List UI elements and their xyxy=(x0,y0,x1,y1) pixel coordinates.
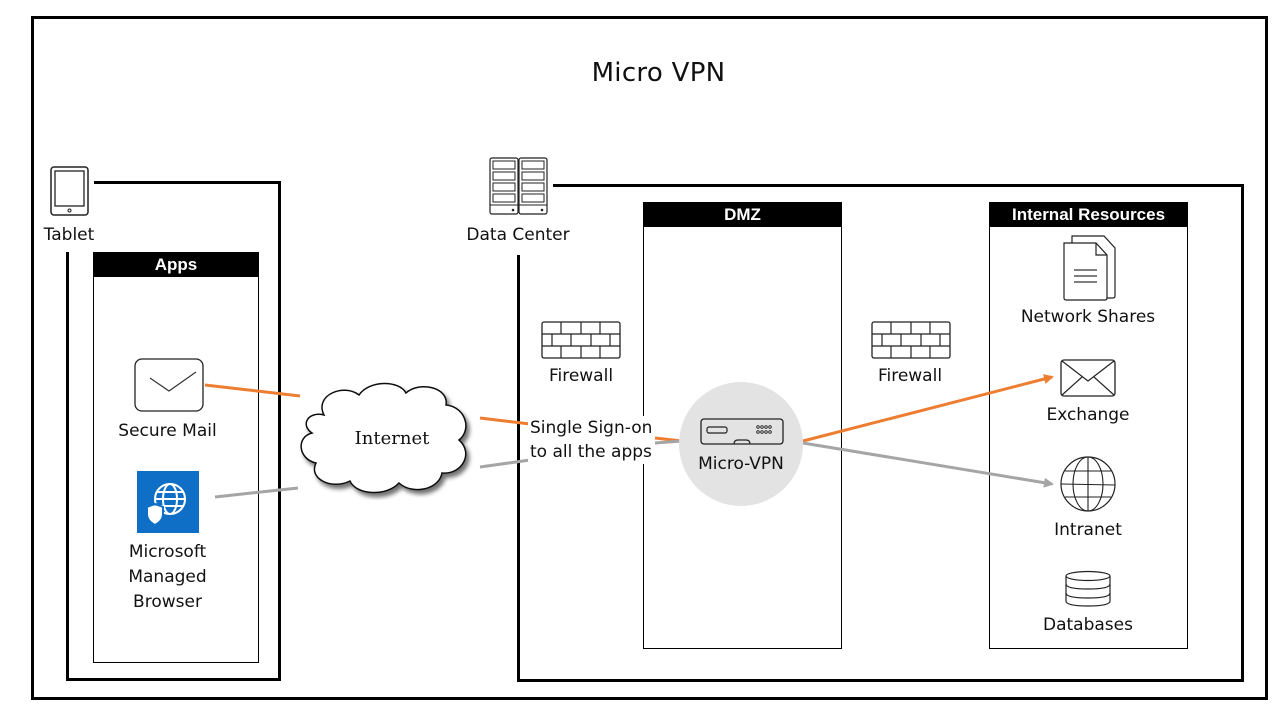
databases-label: Databases xyxy=(1043,615,1133,635)
tablet-icon xyxy=(50,166,89,216)
managed-browser-label-line-2: Managed xyxy=(128,567,207,587)
database-icon[interactable] xyxy=(1064,570,1112,608)
internal-resources-panel: Internal Resources xyxy=(989,202,1188,649)
secure-mail-icon[interactable] xyxy=(134,358,204,412)
sso-label-line-2: to all the apps xyxy=(530,442,652,462)
diagram-frame xyxy=(31,16,1268,700)
apps-panel-header: Apps xyxy=(94,253,258,277)
managed-browser-label-line-1: Microsoft xyxy=(128,542,207,562)
dmz-panel-header: DMZ xyxy=(644,203,841,227)
line-browser-to-internet xyxy=(214,486,299,499)
firewall-right-label: Firewall xyxy=(877,366,943,386)
line-internet-to-sso-orange xyxy=(479,416,531,426)
data-center-label: Data Center xyxy=(466,225,570,245)
managed-browser-label: Microsoft Managed Browser xyxy=(100,540,235,615)
tablet-container xyxy=(66,181,281,681)
apps-panel: Apps xyxy=(93,252,259,663)
firewall-right-icon xyxy=(871,321,951,359)
managed-browser-label-line-3: Browser xyxy=(133,592,202,612)
arrow-vpn-to-intranet xyxy=(802,441,1054,488)
line-internet-to-sso-gray xyxy=(479,458,531,469)
appliance-icon xyxy=(700,418,784,445)
internet-label: Internet xyxy=(354,428,430,449)
intranet-label: Intranet xyxy=(1054,520,1122,540)
line-sso-to-vpn-gray xyxy=(654,439,683,445)
sso-label: Single Sign-on to all the apps xyxy=(528,416,655,464)
managed-browser-icon[interactable] xyxy=(137,471,199,533)
data-center-container xyxy=(517,184,1244,682)
diagram-title: Micro VPN xyxy=(591,58,726,88)
internal-resources-header: Internal Resources xyxy=(990,203,1187,227)
documents-icon[interactable] xyxy=(1060,234,1118,302)
exchange-envelope-icon[interactable] xyxy=(1060,359,1116,397)
line-mail-to-internet xyxy=(204,383,301,398)
firewall-left-icon xyxy=(541,321,621,359)
exchange-label: Exchange xyxy=(1046,405,1130,425)
cloud-icon xyxy=(300,382,467,494)
tablet-label: Tablet xyxy=(43,225,95,245)
sso-label-line-1: Single Sign-on xyxy=(530,418,653,438)
secure-mail-label: Secure Mail xyxy=(118,421,217,441)
server-rack-icon xyxy=(489,157,548,215)
micro-vpn-label: Micro-VPN xyxy=(698,454,784,474)
arrow-vpn-to-exchange xyxy=(802,374,1054,443)
network-shares-label: Network Shares xyxy=(1020,307,1156,327)
globe-icon[interactable] xyxy=(1059,455,1117,513)
firewall-left-label: Firewall xyxy=(548,366,614,386)
